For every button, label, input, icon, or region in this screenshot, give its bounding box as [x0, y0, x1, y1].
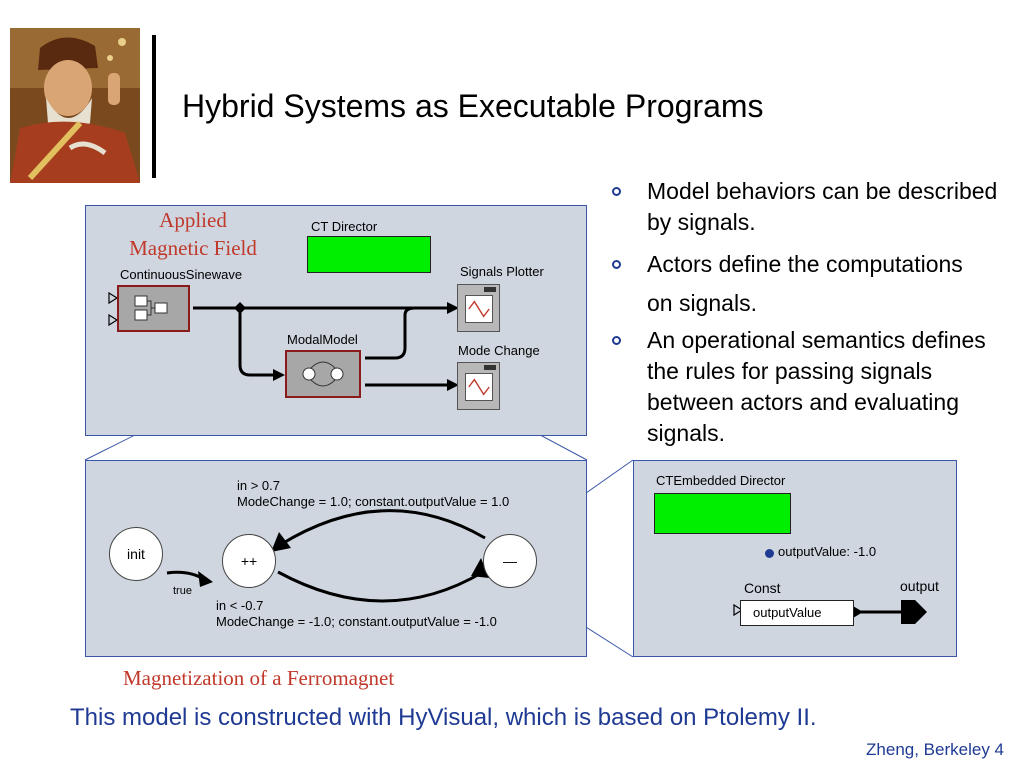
- lower-guard: in < -0.7: [216, 598, 264, 613]
- signals-plotter-actor[interactable]: [457, 284, 500, 332]
- const-label: Const: [744, 580, 781, 596]
- sinewave-label: ContinuousSinewave: [120, 267, 243, 282]
- modal-model-icon: [302, 361, 344, 387]
- output-value-parameter: outputValue: -1.0: [778, 544, 877, 559]
- ctembedded-director-label: CTEmbedded Director: [656, 473, 786, 488]
- applied-field-line-2: Magnetic Field: [129, 236, 257, 260]
- sinewave-icon: [134, 295, 168, 321]
- modal-model-label: ModalModel: [287, 332, 358, 347]
- slide-title: Hybrid Systems as Executable Programs: [182, 88, 764, 124]
- true-label: true: [173, 585, 192, 597]
- fsm-state-init[interactable]: init: [109, 527, 163, 581]
- plot-icon: [465, 295, 493, 323]
- bullet-text: An operational semantics defines the rul…: [647, 327, 986, 446]
- state-label: ++: [240, 553, 258, 569]
- signals-plotter-label: Signals Plotter: [460, 264, 544, 279]
- plotter-window-buttons: [484, 365, 496, 370]
- bullet-item: Actors define the computations on signal…: [612, 245, 992, 323]
- mode-change-label: Mode Change: [458, 343, 540, 358]
- top-model-wires: [108, 291, 459, 391]
- applied-field-label: Applied Magnetic Field: [108, 206, 278, 262]
- ptolemy-portrait-image: [10, 28, 140, 183]
- sinewave-actor[interactable]: [117, 285, 190, 332]
- slide-credit: Zheng, Berkeley 4: [866, 740, 1004, 759]
- bullet-icon: [612, 187, 621, 196]
- upper-guard: in > 0.7: [237, 478, 281, 493]
- fsm-transitions: [166, 509, 489, 603]
- const-actor[interactable]: outputValue: [740, 600, 854, 626]
- ct-director-label: CT Director: [311, 219, 378, 234]
- state-label: —: [503, 553, 517, 569]
- lower-action: ModeChange = -1.0; constant.outputValue …: [216, 614, 497, 629]
- applied-field-line-1: Applied: [159, 208, 227, 232]
- plotter-window-buttons: [484, 287, 496, 292]
- bullet-text: Model behaviors can be described by sign…: [647, 178, 998, 235]
- bullet-text: Actors define the computations on signal…: [647, 251, 963, 316]
- upper-action: ModeChange = 1.0; constant.outputValue =…: [237, 494, 510, 509]
- footer-note: This model is constructed with HyVisual,…: [70, 704, 817, 731]
- bullet-item: An operational semantics defines the rul…: [612, 325, 1012, 449]
- ferromagnet-caption: Magnetization of a Ferromagnet: [123, 666, 395, 690]
- const-port-label: outputValue: [753, 605, 822, 620]
- parameter-dot-icon: [765, 549, 774, 558]
- bullet-icon: [612, 336, 621, 345]
- bullet-list: Model behaviors can be described by sign…: [612, 176, 1012, 449]
- bullet-icon: [612, 260, 621, 269]
- mode-change-plotter-actor[interactable]: [457, 362, 500, 410]
- fsm-state-plus[interactable]: ++: [222, 534, 276, 588]
- state-label: init: [127, 546, 145, 562]
- title-divider: [152, 35, 156, 178]
- const-output-wire: [733, 600, 927, 624]
- ctembedded-director-box[interactable]: [654, 493, 791, 534]
- fsm-state-minus[interactable]: —: [483, 534, 537, 588]
- output-label: output: [900, 578, 939, 594]
- bullet-item: Model behaviors can be described by sign…: [612, 176, 1012, 238]
- plot-icon: [465, 373, 493, 401]
- modal-model-actor[interactable]: [285, 350, 361, 398]
- ct-director-box[interactable]: [307, 236, 431, 273]
